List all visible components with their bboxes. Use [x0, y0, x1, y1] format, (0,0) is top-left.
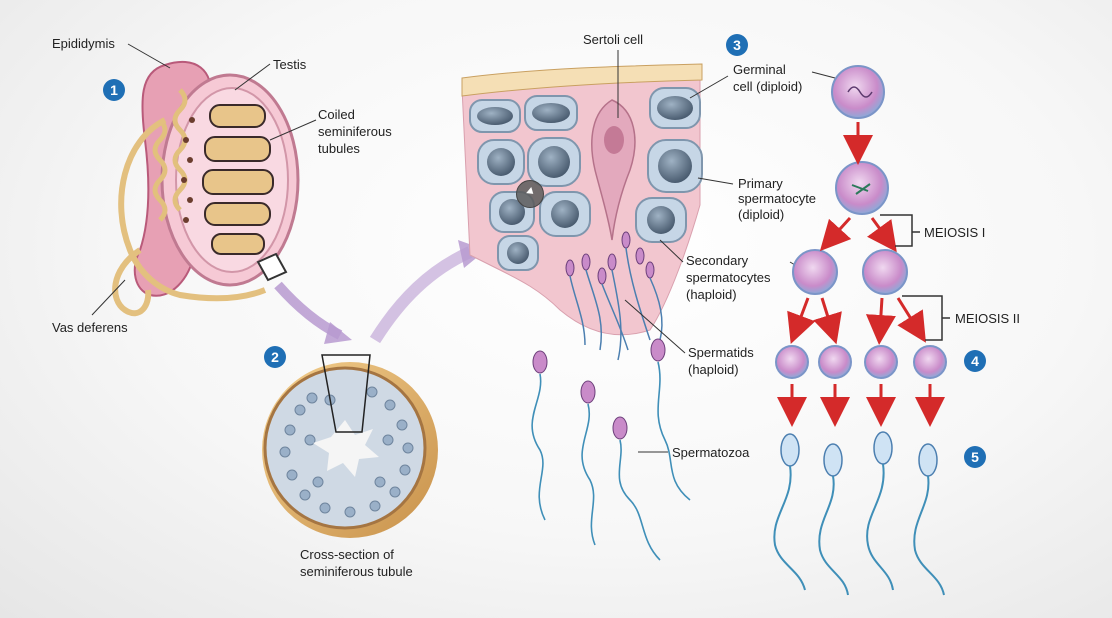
tubule-wall-detail: [461, 63, 703, 361]
developing-sperm-heads: [565, 231, 655, 285]
meiosis-brackets: [880, 214, 950, 341]
label-primary-2: spermatocyte: [738, 191, 816, 206]
label-spermatids-2: (haploid): [688, 362, 739, 377]
label-spermatids-1: Spermatids: [688, 345, 754, 360]
released-spermatozoa: [531, 338, 691, 561]
label-cross-1: Cross-section of: [300, 547, 394, 562]
germinal-cell: [831, 65, 885, 119]
svg-text:4: 4: [971, 353, 979, 369]
epididymis-coils: [152, 88, 188, 222]
spermatid-3: [864, 345, 898, 379]
label-vas-deferens: Vas deferens: [52, 320, 128, 335]
label-germinal-2: cell (diploid): [733, 79, 802, 94]
section-box: [256, 252, 288, 282]
label-secondary-1: Secondary: [686, 253, 749, 268]
testis-illustration: [112, 60, 300, 317]
svg-text:1: 1: [110, 82, 118, 98]
label-sertoli: Sertoli cell: [583, 32, 643, 47]
spermatid-4: [913, 345, 947, 379]
spermatid-2: [818, 345, 852, 379]
coiled-tubules: [202, 104, 274, 255]
label-meiosis-1: MEIOSIS I: [924, 225, 985, 240]
label-coiled-2: seminiferous: [318, 124, 392, 139]
secondary-spermatocyte-1: [792, 249, 838, 295]
step-badge-4: 4: [964, 350, 986, 372]
label-coiled-3: tubules: [318, 141, 360, 156]
label-primary-1: Primary: [738, 176, 783, 191]
label-epididymis: Epididymis: [52, 36, 115, 51]
label-primary-3: (diploid): [738, 207, 784, 222]
secondary-spermatocyte-2: [862, 249, 908, 295]
step-badge-5: 5: [964, 446, 986, 468]
svg-text:2: 2: [271, 349, 279, 365]
leader-lines-panel-1: [91, 43, 317, 316]
svg-text:5: 5: [971, 449, 979, 465]
label-meiosis-2: MEIOSIS II: [955, 311, 1020, 326]
flow-arrow-2: [369, 246, 473, 344]
label-secondary-3: (haploid): [686, 287, 737, 302]
spermatid-1: [775, 345, 809, 379]
step-badge-1: 1: [103, 79, 125, 101]
label-cross-2: seminiferous tubule: [300, 564, 413, 579]
sertoli-cell: [591, 99, 636, 241]
mature-spermatozoa: [773, 431, 945, 596]
label-germinal-1: Germinal: [733, 62, 786, 77]
label-spermatozoa: Spermatozoa: [672, 445, 750, 460]
developing-sperm-tails: [569, 247, 663, 361]
step-badge-3: 3: [726, 34, 748, 56]
spermatogenesis-lineage: [773, 65, 947, 596]
section-wedge: [321, 354, 371, 433]
lineage-arrows: [777, 122, 945, 427]
rete-dots: [181, 117, 195, 223]
tubule-cross-section: [262, 354, 438, 538]
label-testis: Testis: [273, 57, 307, 72]
label-secondary-2: spermatocytes: [686, 270, 771, 285]
label-coiled-1: Coiled: [318, 107, 355, 122]
mouse-cursor-icon: [516, 180, 544, 208]
svg-text:3: 3: [733, 37, 741, 53]
step-badge-2: 2: [264, 346, 286, 368]
vas-deferens: [112, 117, 267, 317]
